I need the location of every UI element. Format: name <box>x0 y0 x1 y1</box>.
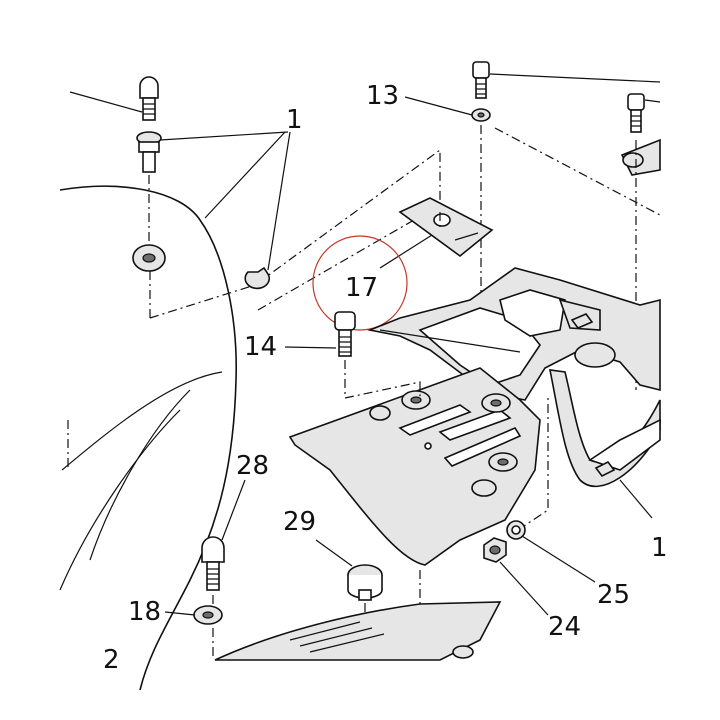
grommet-1-upper <box>136 131 162 173</box>
cap-29 <box>347 564 383 601</box>
bolt-28 <box>201 536 225 591</box>
callout-17: 17 <box>345 273 378 303</box>
callout-29: 29 <box>283 507 316 537</box>
bolt-1-upper <box>139 76 159 121</box>
callout-24: 24 <box>548 612 581 642</box>
callout-28: 28 <box>236 451 269 481</box>
grommet-1-lower <box>132 244 166 272</box>
callout-25: 25 <box>597 580 630 610</box>
callout-1-right: 1 <box>651 533 668 563</box>
washer-25 <box>506 520 526 540</box>
rear-frame-side-rail <box>548 369 661 488</box>
bracket-17 <box>398 197 494 258</box>
callout-2: 2 <box>103 645 120 675</box>
license-plate-holder <box>288 367 541 566</box>
callout-13: 13 <box>366 81 399 111</box>
bolt-right-top <box>627 93 645 133</box>
highlight-circle-17 <box>312 235 408 331</box>
callout-1-top: 1 <box>286 105 303 135</box>
callout-18: 18 <box>128 597 161 627</box>
washer-13 <box>471 108 491 122</box>
bottom-cover-part <box>214 601 502 661</box>
rear-frame <box>367 267 661 401</box>
callout-14: 14 <box>244 332 277 362</box>
nut-24 <box>483 537 507 563</box>
clip-1-small <box>244 266 271 290</box>
bolt-14 <box>334 311 356 357</box>
washer-18 <box>193 605 223 625</box>
right-mount-bracket <box>620 138 661 176</box>
bolt-13 <box>472 61 490 99</box>
left-body-panel <box>59 185 237 691</box>
